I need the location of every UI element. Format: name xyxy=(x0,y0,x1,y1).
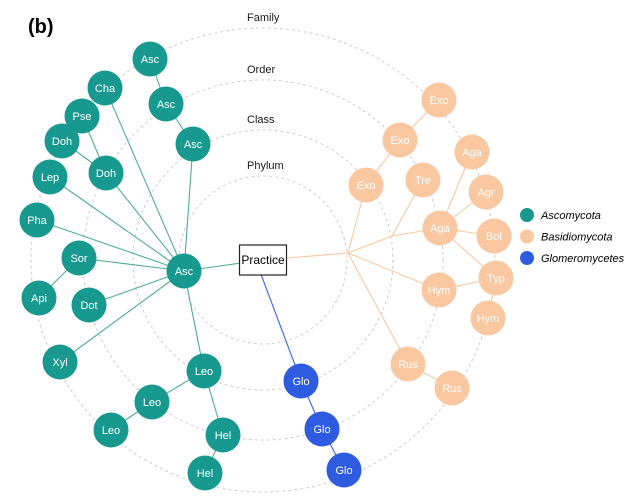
edge-asc_phylum-asc_class xyxy=(183,143,194,272)
ring-label-phylum: Phylum xyxy=(247,160,284,172)
node-label-dot: Dot xyxy=(80,300,97,312)
node-glo_order xyxy=(304,411,340,447)
node-hel_order xyxy=(205,417,241,453)
node-dot xyxy=(71,287,107,323)
node-label-hym_order: Hym xyxy=(428,285,451,297)
node-doh_family xyxy=(44,123,80,159)
node-label-aga_family: Aga xyxy=(462,147,482,159)
node-glo_class xyxy=(283,363,319,399)
ring-label-class: Class xyxy=(247,114,275,126)
legend-label-basidiomycota: Basidiomycota xyxy=(541,232,613,244)
node-label-asc_order: Asc xyxy=(157,99,176,111)
node-leo_family xyxy=(93,412,129,448)
node-tre xyxy=(405,162,441,198)
node-exo_family xyxy=(421,82,457,118)
node-label-sor: Sor xyxy=(70,253,87,265)
node-label-hym_family: Hym xyxy=(477,313,500,325)
taxonomy-ring-class xyxy=(132,129,394,391)
taxonomy-ring-family xyxy=(30,27,496,493)
node-label-asc_class: Asc xyxy=(184,139,203,151)
center-node-box xyxy=(238,244,288,276)
node-label-aga_order: Aga xyxy=(430,223,450,235)
node-label-glo_family: Glo xyxy=(335,465,352,477)
edge-asc_phylum-xyl xyxy=(59,270,185,363)
edge-asc_phylum-lep xyxy=(49,176,185,272)
node-lep xyxy=(32,159,68,195)
edge-j1-j2 xyxy=(347,235,393,254)
legend-label-glomeromycetes: Glomeromycetes xyxy=(541,253,625,265)
node-hym_order xyxy=(421,272,457,308)
node-label-tre: Tre xyxy=(415,175,431,187)
node-asc_class xyxy=(175,126,211,162)
edge-practice_blue_anchor-glo_class xyxy=(255,260,302,382)
ring-label-order: Order xyxy=(247,64,275,76)
node-label-agr: Agr xyxy=(477,187,494,199)
node-label-pse: Pse xyxy=(73,111,92,123)
node-leo_class xyxy=(186,353,222,389)
node-label-xyl: Xyl xyxy=(52,357,67,369)
node-hel_family xyxy=(187,455,223,491)
node-label-leo_family: Leo xyxy=(102,425,120,437)
node-asc_family xyxy=(132,41,168,77)
node-label-exo_class: Exo xyxy=(357,180,376,192)
node-aga_order xyxy=(422,210,458,246)
node-rus_order xyxy=(390,346,426,382)
edge-asc_phylum-sor xyxy=(78,257,185,272)
node-label-typ: Typ xyxy=(487,273,505,285)
node-glo_family xyxy=(326,452,362,488)
edge-asc_phylum-doh_order xyxy=(105,172,185,272)
node-label-doh_family: Doh xyxy=(52,136,72,148)
node-hym_family xyxy=(470,300,506,336)
node-agr xyxy=(468,174,504,210)
node-label-bol: Bol xyxy=(486,231,502,243)
node-pha xyxy=(19,202,55,238)
node-aga_family xyxy=(454,134,490,170)
node-doh_order xyxy=(88,155,124,191)
node-label-leo_order: Leo xyxy=(143,397,161,409)
node-label-leo_class: Leo xyxy=(195,366,213,378)
legend-label-ascomycota: Ascomycota xyxy=(540,210,601,222)
legend-dot-basidiomycota xyxy=(520,229,534,244)
node-label-exo_order: Exo xyxy=(391,135,410,147)
node-asc_order xyxy=(148,86,184,122)
node-label-rus_family: Rus xyxy=(442,383,462,395)
node-label-asc_family: Asc xyxy=(141,54,160,66)
legend-dot-glomeromycetes xyxy=(520,251,534,265)
node-exo_class xyxy=(348,167,384,203)
panel-label: (b) xyxy=(28,16,54,38)
node-label-hel_order: Hel xyxy=(215,430,232,442)
node-typ xyxy=(478,260,514,296)
node-label-cha: Cha xyxy=(95,83,116,95)
node-exo_order xyxy=(382,122,418,158)
node-cha xyxy=(87,70,123,106)
node-label-asc_phylum: Asc xyxy=(175,266,194,278)
node-label-lep: Lep xyxy=(41,172,59,184)
ring-label-family: Family xyxy=(247,12,280,24)
node-label-pha: Pha xyxy=(27,215,47,227)
node-label-glo_order: Glo xyxy=(313,424,330,436)
node-api xyxy=(21,280,57,316)
edge-j1-rus_order xyxy=(347,252,409,365)
edge-asc_phylum-pha xyxy=(36,219,185,272)
node-label-rus_order: Rus xyxy=(398,359,418,371)
center-node-label: Practice xyxy=(241,253,285,267)
node-leo_order xyxy=(134,384,170,420)
node-label-api: Api xyxy=(31,293,47,305)
node-bol xyxy=(476,218,512,254)
node-label-doh_order: Doh xyxy=(96,168,116,180)
node-label-hel_family: Hel xyxy=(197,468,214,480)
node-sor xyxy=(61,240,97,276)
node-label-exo_family: Exo xyxy=(430,95,449,107)
node-pse xyxy=(64,98,100,134)
taxonomy-ring-phylum xyxy=(178,175,348,345)
node-label-glo_class: Glo xyxy=(292,376,309,388)
edge-asc_phylum-cha xyxy=(104,87,185,272)
node-rus_family xyxy=(434,370,470,406)
node-xyl xyxy=(42,344,78,380)
legend-dot-ascomycota xyxy=(520,208,534,222)
node-asc_phylum xyxy=(166,253,202,289)
